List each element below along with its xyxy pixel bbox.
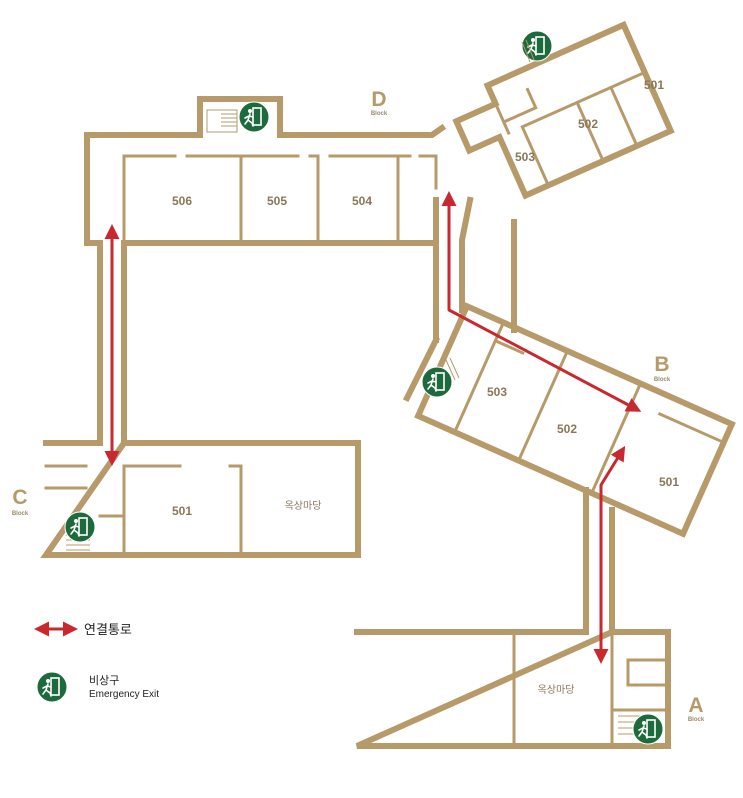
d-block-label: Block: [371, 111, 388, 117]
a-block-label: Block: [688, 717, 705, 723]
legend: 연결통로 비상구 Emergency Exit: [34, 621, 159, 703]
legend-exit-label-ko: 비상구: [89, 674, 119, 687]
a-block-emergency-exit-icon: [632, 713, 664, 745]
room-c-rooftop-garden: 옥상마당: [285, 500, 322, 512]
room-d-501: 501: [644, 78, 664, 92]
c-block-letter: C: [12, 486, 27, 509]
b-block-label: Block: [654, 377, 671, 383]
room-b-503: 503: [487, 385, 507, 399]
room-c-501: 501: [172, 504, 192, 518]
room-d-503: 503: [515, 150, 535, 164]
c-block: 501 옥상마당 C Block: [12, 240, 361, 558]
c-block-label: Block: [12, 511, 29, 517]
room-504: 504: [352, 194, 372, 208]
room-505: 505: [267, 194, 287, 208]
room-d-502: 502: [578, 117, 598, 131]
connector-arrow-d-b: [441, 191, 642, 412]
connector-arrow-b-a: [593, 445, 626, 664]
a-block: 옥상마당 A Block: [354, 487, 705, 749]
c-block-emergency-exit-icon: [64, 511, 96, 543]
d-block-upper-emergency-exit-icon: [521, 30, 553, 62]
d-block: 506 505 504 503 502 501 D Block: [84, 20, 675, 343]
b-block: 503 502 501 B Block: [402, 302, 736, 538]
room-b-502: 502: [557, 422, 577, 436]
room-b-501: 501: [659, 475, 679, 489]
room-506: 506: [172, 194, 192, 208]
room-a-rooftop-garden: 옥상마당: [538, 684, 575, 696]
d-block-emergency-exit-icon: [238, 101, 270, 133]
d-block-letter: D: [371, 88, 386, 111]
b-block-letter: B: [654, 353, 669, 376]
b-block-emergency-exit-icon: [421, 366, 453, 398]
a-block-letter: A: [688, 694, 703, 717]
legend-exit-label-en: Emergency Exit: [89, 689, 159, 700]
legend-connector-label: 연결통로: [84, 623, 132, 638]
connecting-passages: [104, 191, 642, 664]
legend-emergency-exit-icon: [36, 671, 68, 703]
